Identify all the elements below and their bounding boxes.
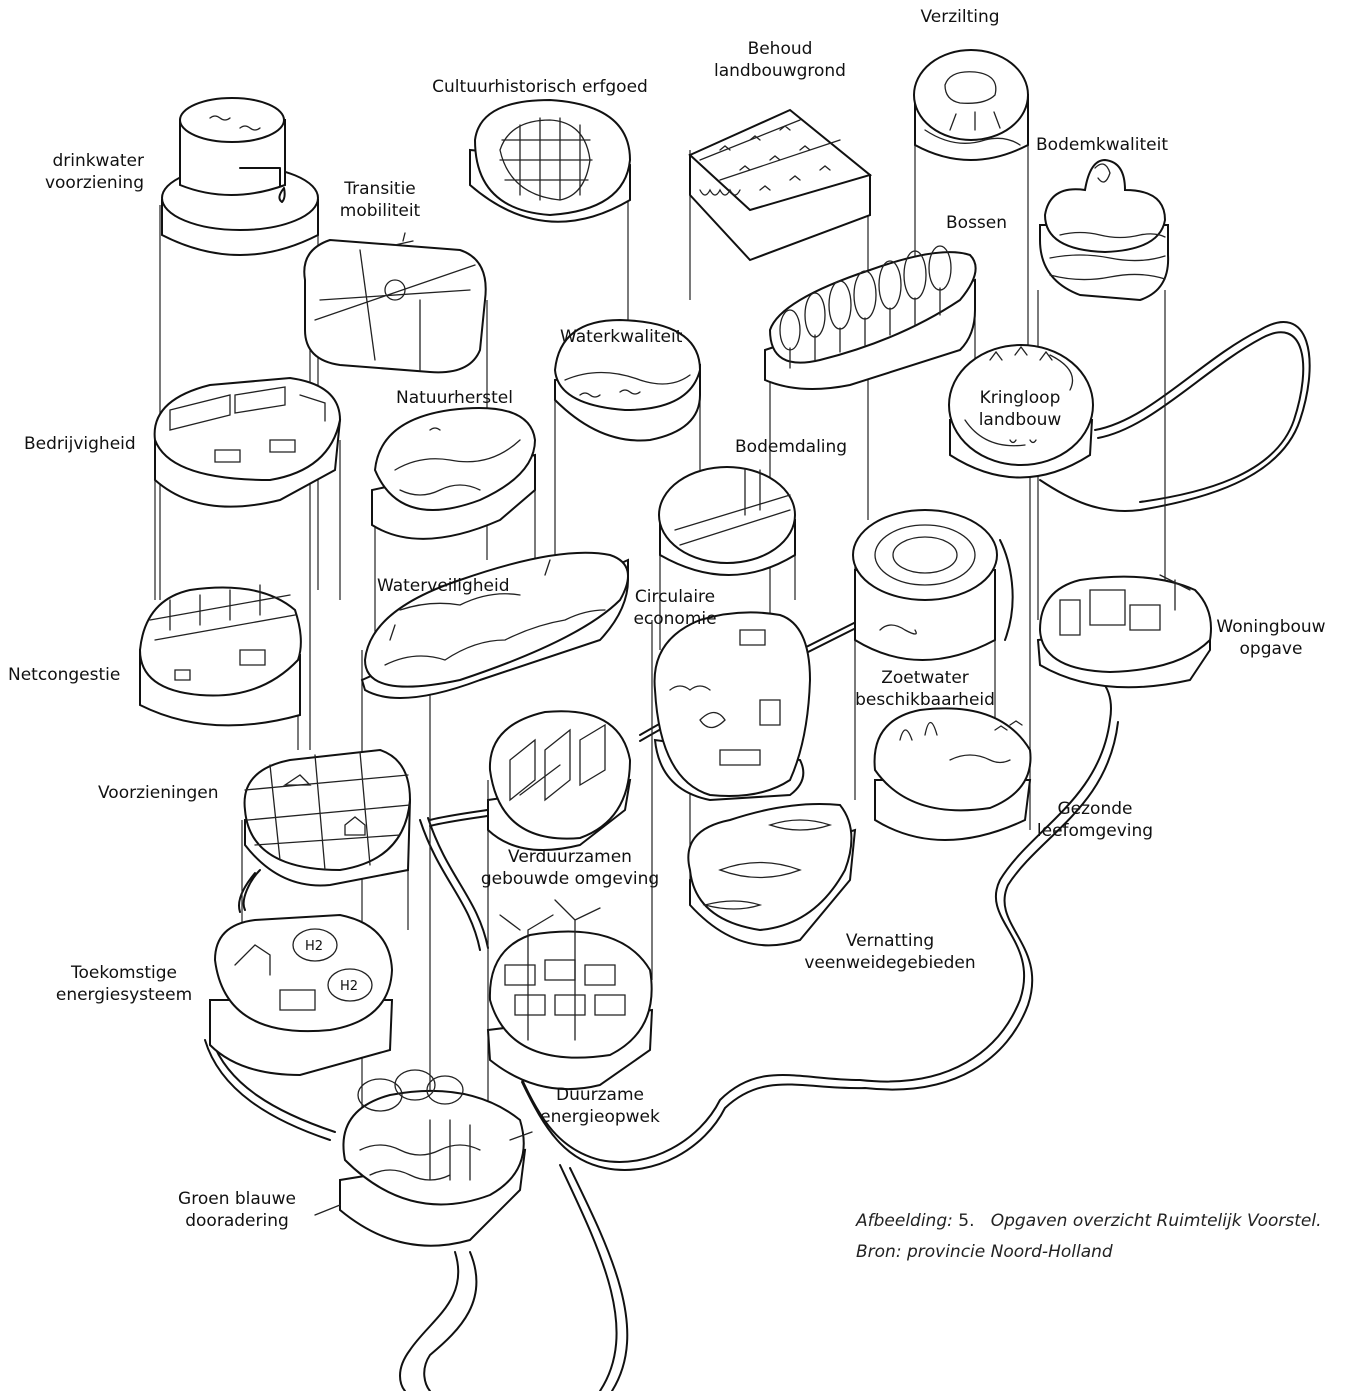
- label-duurzame: Duurzame energieopwek: [540, 1085, 660, 1127]
- island-verzilting: [913, 49, 1029, 161]
- caption-source: Bron: provincie Noord-Holland: [856, 1242, 1113, 1262]
- figure-caption: Afbeelding: 5. Opgaven overzicht Ruimtel…: [856, 1206, 1322, 1268]
- label-netcongestie: Netcongestie: [8, 665, 121, 685]
- island-behoud: [688, 108, 873, 262]
- island-bodemdaling: [658, 466, 796, 576]
- island-woningbouw: [1036, 574, 1212, 689]
- h2-icon: H2: [340, 979, 358, 994]
- island-waterveiligheid: [360, 551, 629, 699]
- caption-title: Opgaven overzicht Ruimtelijk Voorstel.: [990, 1211, 1322, 1231]
- label-bodemkwaliteit: Bodemkwaliteit: [1036, 135, 1168, 155]
- island-groenblauw: [314, 1069, 533, 1247]
- island-netcongestie: [138, 584, 302, 727]
- island-duurzame: [486, 899, 654, 1091]
- label-bodemdaling: Bodemdaling: [735, 437, 848, 457]
- island-voorzieningen: [243, 748, 412, 887]
- label-transitie: Transitie mobiliteit: [339, 179, 421, 221]
- label-waterveiligheid: Waterveiligheid: [377, 576, 510, 596]
- island-vernatting: [687, 803, 857, 947]
- label-groenblauw: Groen blauwe dooradering: [178, 1189, 296, 1231]
- caption-number: 5.: [958, 1211, 975, 1231]
- label-bedrijvigheid: Bedrijvigheid: [24, 434, 136, 454]
- label-woningbouw: Woningbouw opgave: [1216, 617, 1326, 659]
- island-bodemkwaliteit: [1039, 158, 1170, 302]
- island-natuurherstel: [371, 407, 537, 540]
- label-toekomstige: Toekomstige energiesysteem: [55, 963, 193, 1005]
- label-voorzieningen: Voorzieningen: [98, 783, 219, 803]
- label-drinkwater: drinkwater voorziening: [44, 151, 144, 193]
- island-bedrijvigheid: [153, 376, 342, 508]
- label-verduurzamen: Verduurzamen gebouwde omgeving: [480, 847, 660, 889]
- label-natuurherstel: Natuurherstel: [396, 388, 513, 408]
- label-gezonde: Gezonde leefomgeving: [1036, 799, 1154, 841]
- island-bossen: [764, 245, 977, 390]
- label-cultuur: Cultuurhistorisch erfgoed: [432, 77, 648, 97]
- label-kringloop: Kringloop landbouw: [978, 388, 1062, 430]
- island-verduurzamen: [487, 710, 632, 851]
- island-toekomstige: H2 H2: [209, 913, 394, 1077]
- island-kringloop: [948, 344, 1094, 479]
- h2-icon: H2: [305, 939, 323, 954]
- island-transitie: [303, 232, 487, 374]
- island-drinkwater: [161, 97, 319, 256]
- label-zoetwater: Zoetwater beschikbaarheid: [855, 668, 995, 710]
- island-circulaire: [653, 611, 812, 802]
- island-gezonde: [873, 707, 1032, 841]
- label-vernatting: Vernatting veenweidegebieden: [804, 931, 976, 973]
- label-verzilting: Verzilting: [920, 7, 1000, 27]
- island-cultuur: [469, 98, 632, 223]
- label-waterkwaliteit: Waterkwaliteit: [560, 327, 683, 347]
- label-bossen: Bossen: [946, 213, 1008, 233]
- island-waterkwaliteit: [553, 318, 702, 442]
- label-behoud: Behoud landbouwgrond: [714, 39, 846, 81]
- caption-line-1: Afbeelding: 5. Opgaven overzicht Ruimtel…: [856, 1211, 1322, 1231]
- island-zoetwater: [852, 509, 998, 661]
- label-circulaire: Circulaire economie: [633, 587, 717, 629]
- caption-prefix: Afbeelding: [856, 1211, 948, 1231]
